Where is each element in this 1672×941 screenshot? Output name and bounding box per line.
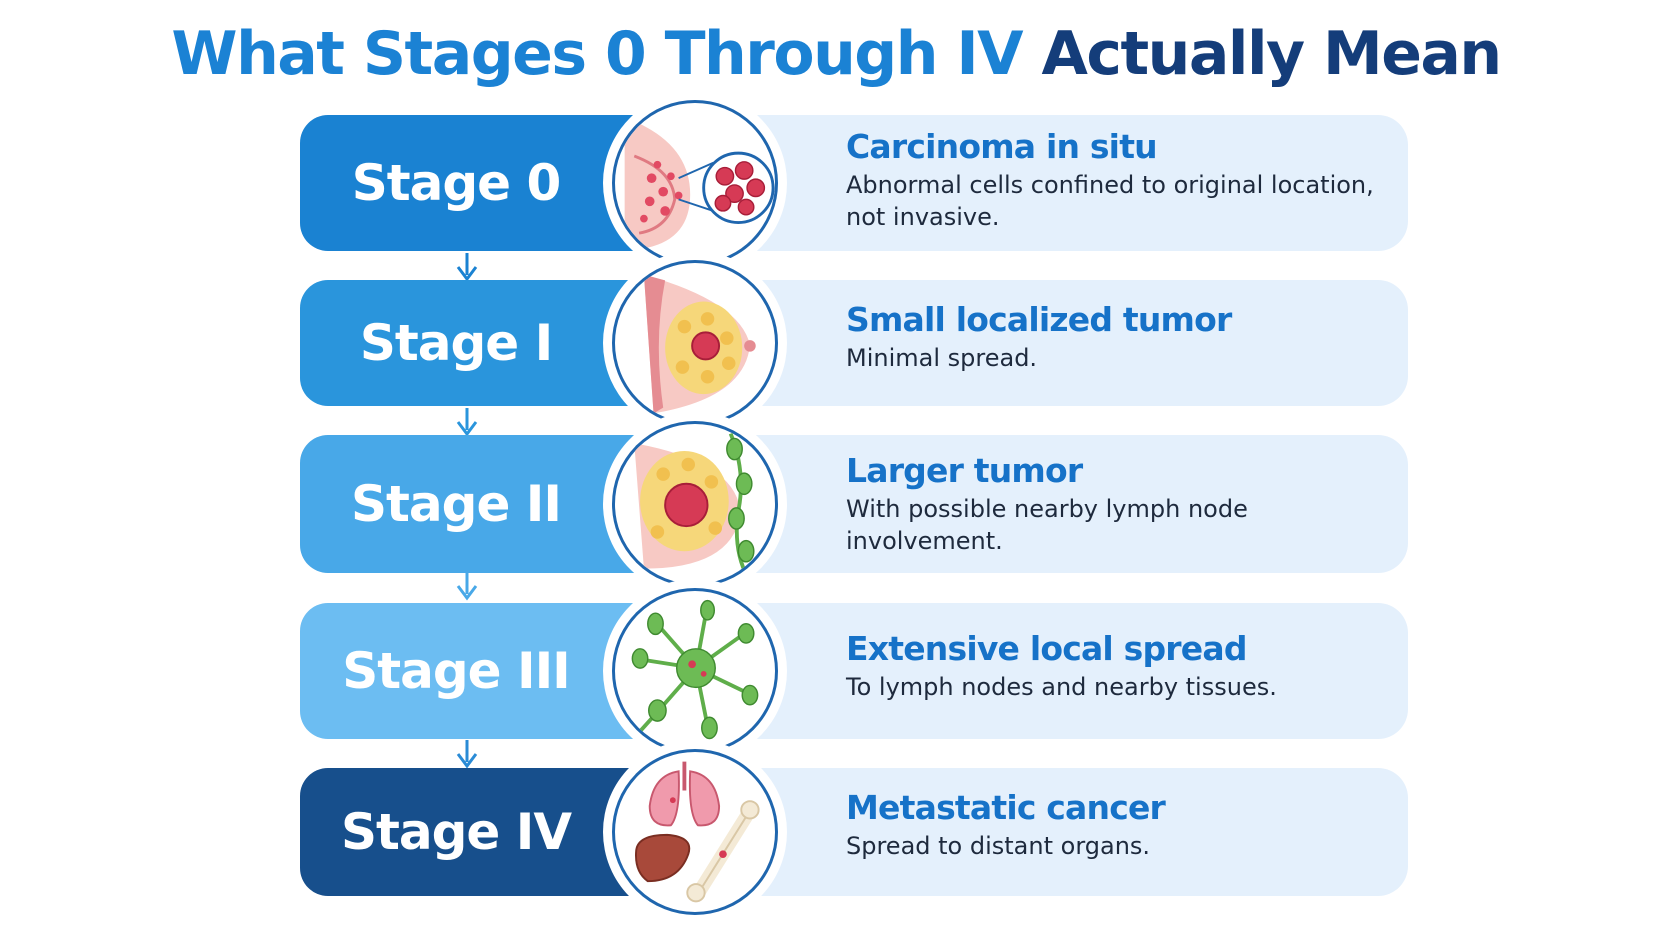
stage-heading: Larger tumor — [846, 451, 1083, 490]
stage-label-box: Stage II — [300, 435, 660, 573]
stage-row-4: Stage IV Metastatic cancer Spread to dis… — [300, 749, 1408, 915]
stage-row-3: Stage III Extensive local spread To lymp… — [300, 588, 1408, 754]
arrow-down-icon — [455, 408, 479, 438]
stage-heading: Extensive local spread — [846, 629, 1247, 668]
stage-row-2: Stage II Larger tumor With possible near… — [300, 421, 1408, 587]
stage-description: Minimal spread. — [846, 344, 1038, 372]
distant-organs-icon — [612, 749, 778, 915]
breast-tumor-lymph-icon — [612, 421, 778, 587]
arrow-down-icon — [455, 572, 479, 602]
breast-small-tumor-icon — [612, 260, 778, 426]
stage-text: Small localized tumor Minimal spread. — [846, 300, 1378, 374]
stage-text: Larger tumor With possible nearby lymph … — [846, 451, 1378, 557]
arrow-down-icon — [455, 740, 479, 770]
stage-label-box: Stage 0 — [300, 115, 660, 251]
stage-row-0: Stage 0 Carcinoma in situ Abnormal cells… — [300, 100, 1408, 266]
stage-label: Stage III — [342, 642, 571, 700]
title-part-1: What Stages 0 Through IV — [171, 19, 1023, 89]
stage-label: Stage I — [359, 314, 553, 372]
arrow-down-icon — [455, 253, 479, 283]
stage-heading: Small localized tumor — [846, 300, 1232, 339]
stage-label: Stage II — [351, 475, 562, 533]
stage-description: Abnormal cells confined to original loca… — [846, 171, 1374, 231]
stage-label: Stage 0 — [351, 154, 562, 212]
stage-row-1: Stage I Small localized tumor Minimal sp… — [300, 260, 1408, 426]
stage-label-box: Stage IV — [300, 768, 660, 896]
stage-label-box: Stage III — [300, 603, 660, 739]
title-part-2: Actually Mean — [1041, 19, 1502, 89]
page-title: What Stages 0 Through IV Actually Mean — [0, 18, 1672, 90]
stage-heading: Carcinoma in situ — [846, 127, 1158, 166]
stage-text: Carcinoma in situ Abnormal cells confine… — [846, 127, 1378, 233]
stage-label: Stage IV — [340, 803, 572, 861]
stage-text: Extensive local spread To lymph nodes an… — [846, 629, 1378, 703]
stage-label-box: Stage I — [300, 280, 660, 406]
stage-description: Spread to distant organs. — [846, 832, 1151, 860]
stage-description: With possible nearby lymph node involvem… — [846, 495, 1248, 555]
stage-heading: Metastatic cancer — [846, 788, 1166, 827]
breast-cells-magnified-icon — [612, 100, 778, 266]
stage-text: Metastatic cancer Spread to distant orga… — [846, 788, 1378, 862]
lymph-network-icon — [612, 588, 778, 754]
stage-description: To lymph nodes and nearby tissues. — [846, 673, 1277, 701]
